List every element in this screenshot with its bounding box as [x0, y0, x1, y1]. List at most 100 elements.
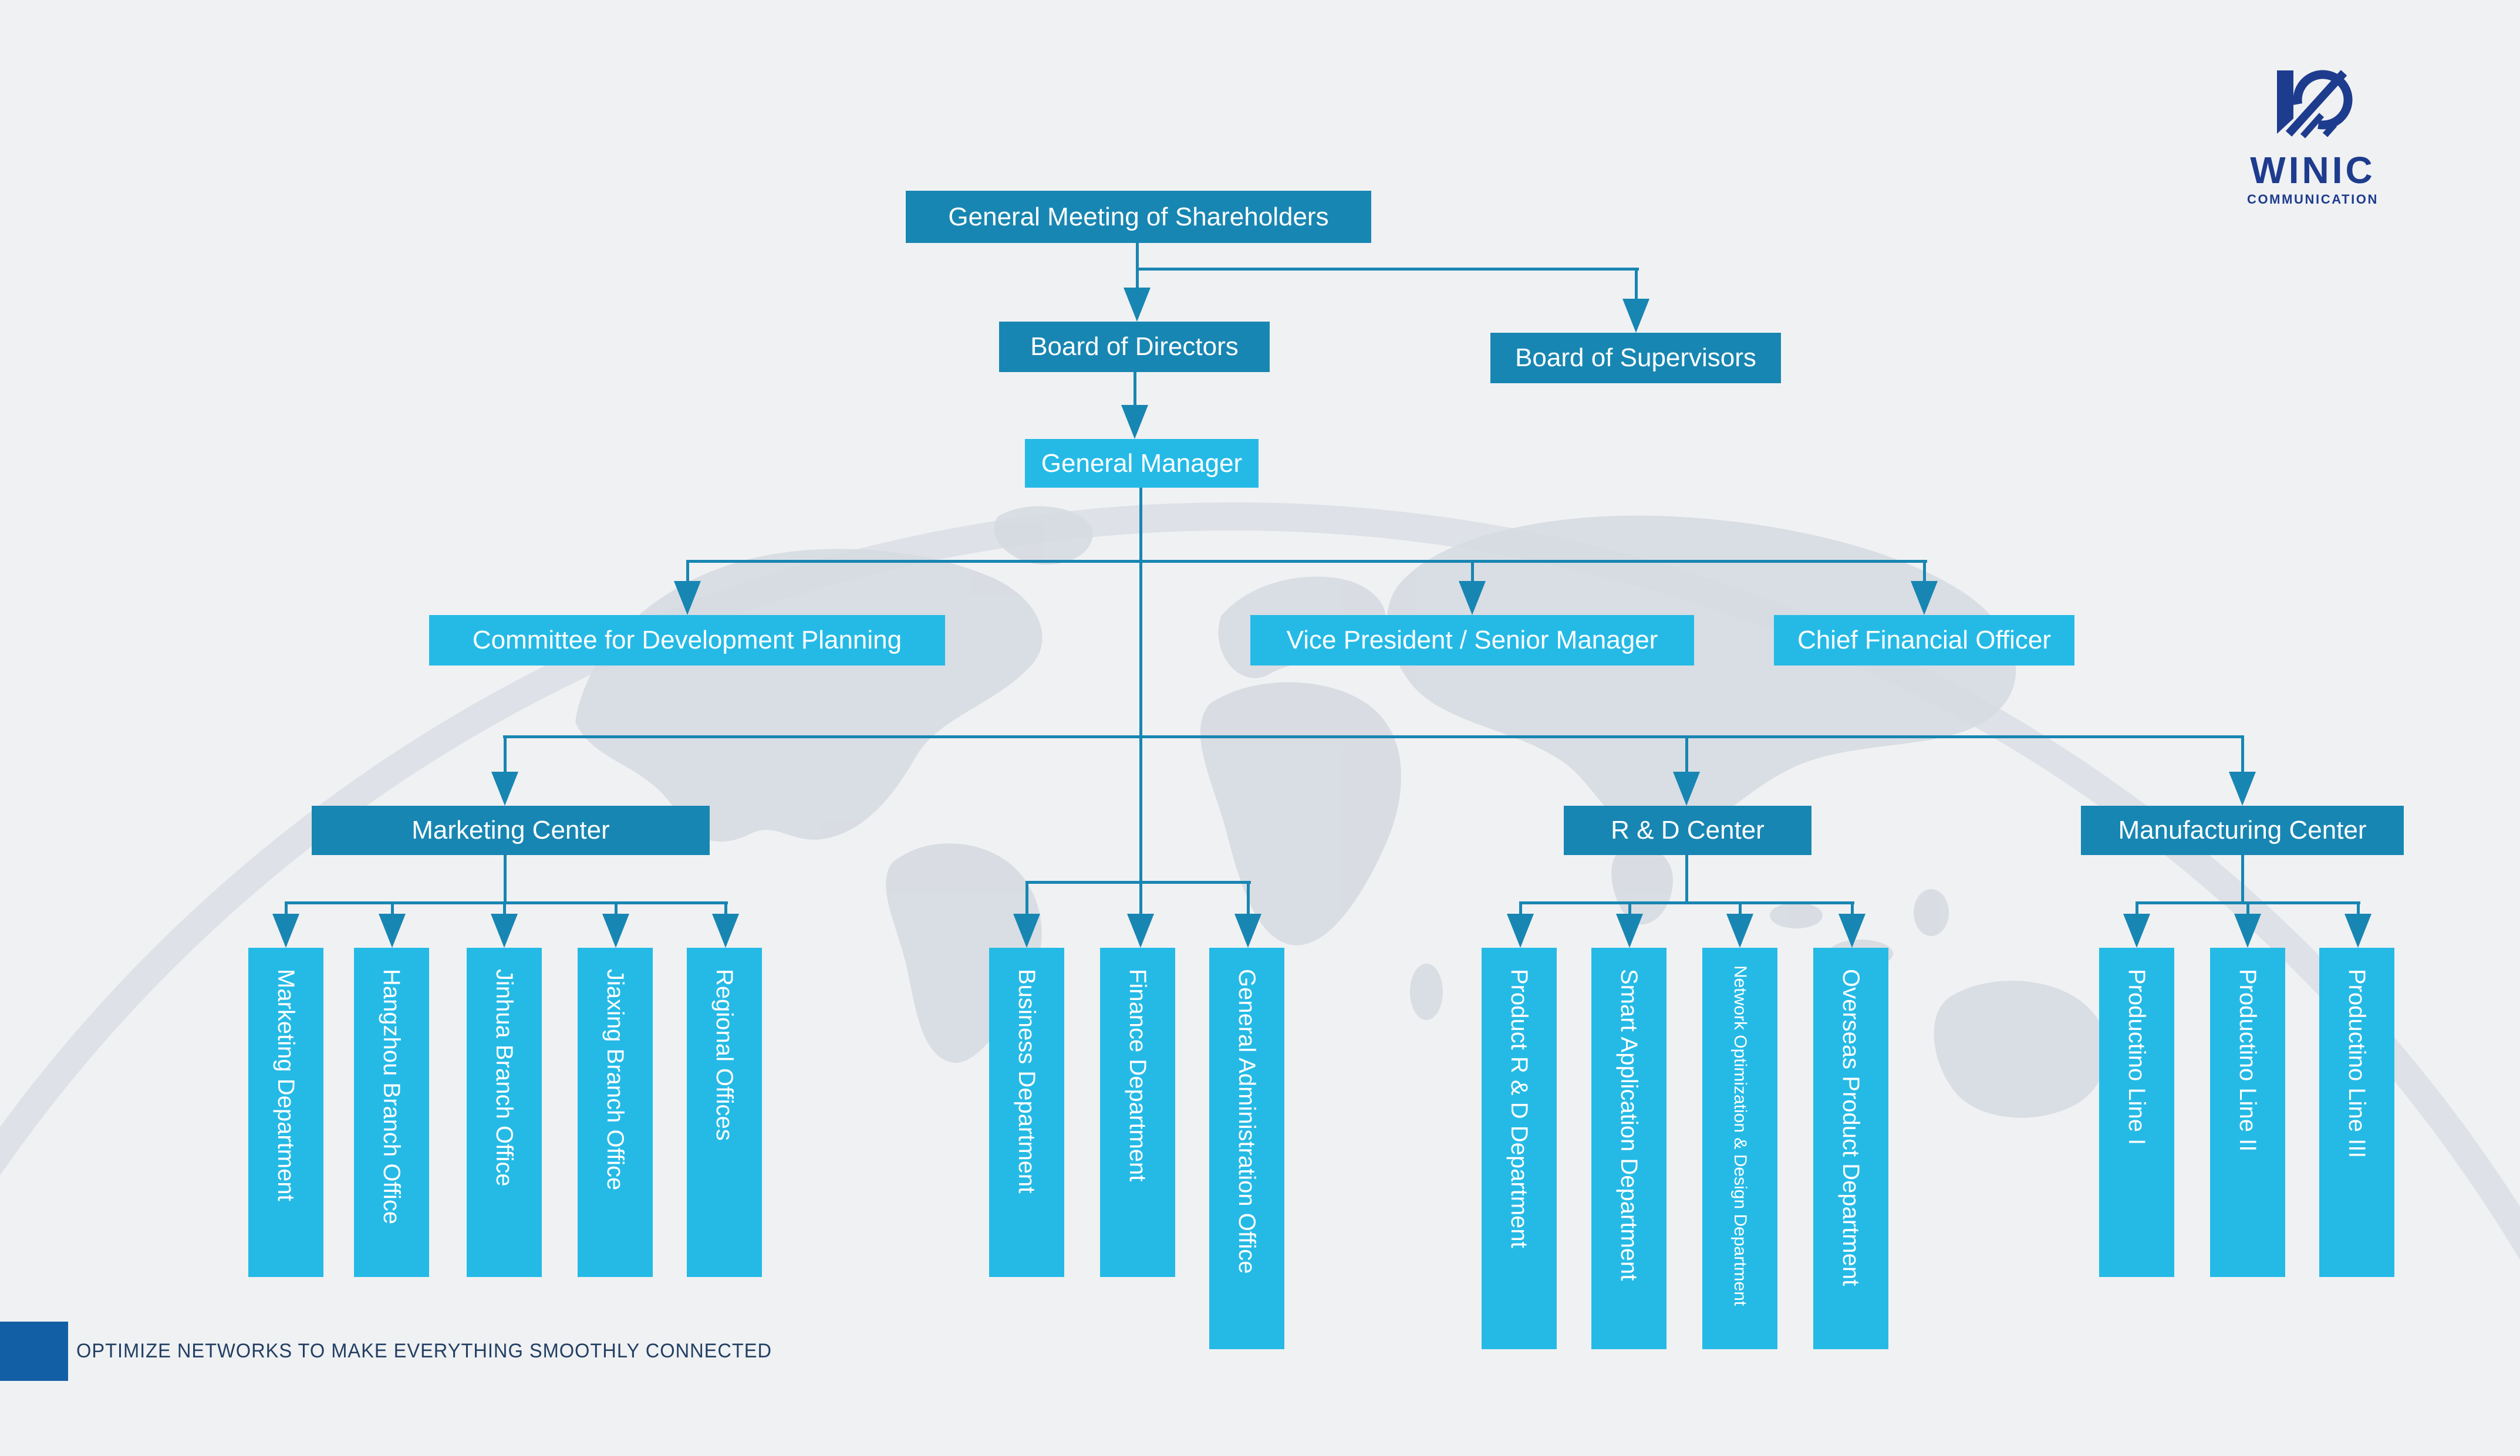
- node-rd-center: R & D Center: [1564, 806, 1811, 855]
- node-production-line-2: Productino Line II: [2210, 948, 2285, 1277]
- connector-line: [503, 901, 506, 917]
- connector-arrow: [2123, 914, 2150, 948]
- node-label: Finance Department: [1125, 969, 1151, 1182]
- connector-arrow: [1124, 288, 1151, 322]
- tagline-text: OPTIMIZE NETWORKS TO MAKE EVERYTHING SMO…: [76, 1340, 772, 1362]
- node-business-department: Business Department: [989, 948, 1064, 1277]
- logo-subtitle: COMMUNICATION: [2246, 192, 2379, 207]
- connector-line: [1136, 243, 1139, 289]
- connector-line: [1134, 372, 1136, 407]
- connector-line: [2246, 901, 2249, 917]
- node-board-of-directors: Board of Directors: [999, 322, 1270, 372]
- node-jiaxing-branch-office: Jiaxing Branch Office: [578, 948, 653, 1277]
- node-label: Product R & D Department: [1506, 969, 1532, 1248]
- node-smart-application-department: Smart Application Department: [1591, 948, 1666, 1349]
- node-jinhua-branch-office: Jinhua Branch Office: [467, 948, 542, 1277]
- node-general-manager: General Manager: [1025, 439, 1259, 488]
- connector-arrow: [1127, 914, 1154, 948]
- connector-arrow: [1507, 914, 1534, 948]
- connector-arrow: [1838, 914, 1865, 948]
- winic-logo-icon: [2277, 70, 2353, 138]
- connector-arrow: [1459, 581, 1486, 615]
- connector-line: [1025, 881, 1028, 915]
- connector-line: [1519, 901, 1854, 904]
- connector-line: [724, 901, 727, 917]
- connector-line: [1136, 268, 1639, 271]
- node-general-meeting-of-shareholders: General Meeting of Shareholders: [906, 191, 1371, 243]
- connector-line: [2357, 901, 2360, 917]
- connector-arrow: [1013, 914, 1040, 948]
- node-network-optimization-design-department: Network Optimization & Design Department: [1702, 948, 1777, 1349]
- connector-arrow: [491, 772, 518, 806]
- connector-line: [1628, 901, 1631, 917]
- connector-line: [1739, 901, 1742, 917]
- node-production-line-3: Productino Line III: [2319, 948, 2394, 1277]
- connector-arrow: [491, 914, 518, 948]
- connector-line: [1685, 855, 1688, 904]
- node-label: Marketing Department: [273, 969, 299, 1201]
- connector-arrow: [1911, 581, 1938, 615]
- connector-arrow: [1616, 914, 1643, 948]
- connector-arrow: [712, 914, 739, 948]
- node-regional-offices: Regional Offices: [687, 948, 762, 1277]
- connector-line: [504, 855, 507, 904]
- connector-line: [1025, 881, 1251, 884]
- connector-line: [615, 901, 618, 917]
- connector-line: [1519, 901, 1522, 917]
- node-production-line-1: Productino Line I: [2099, 948, 2174, 1277]
- connector-arrow: [674, 581, 701, 615]
- node-marketing-department: Marketing Department: [248, 948, 323, 1277]
- node-vice-president: Vice President / Senior Manager: [1250, 615, 1694, 665]
- connector-arrow: [1622, 299, 1649, 333]
- node-general-administration-office: General Administration Office: [1209, 948, 1284, 1349]
- connector-line: [504, 735, 507, 773]
- node-product-rd-department: Product R & D Department: [1482, 948, 1557, 1349]
- node-label: Productino Line I: [2124, 969, 2150, 1146]
- node-committee-development-planning: Committee for Development Planning: [429, 615, 945, 665]
- node-label: Overseas Product Department: [1838, 969, 1864, 1286]
- node-label: Productino Line II: [2235, 969, 2261, 1152]
- connector-arrow: [2234, 914, 2261, 948]
- logo-name: WINIC: [2250, 149, 2376, 191]
- node-board-of-supervisors: Board of Supervisors: [1490, 333, 1781, 383]
- connector-line: [686, 560, 689, 583]
- connector-line: [1471, 560, 1474, 583]
- connector-arrow: [1121, 405, 1148, 439]
- connector-arrow: [1673, 772, 1700, 806]
- logo: WINIC COMMUNICATION: [2225, 66, 2401, 207]
- node-label: Business Department: [1014, 969, 1040, 1194]
- connector-line: [503, 735, 2244, 738]
- connector-arrow: [379, 914, 406, 948]
- connector-line: [1851, 901, 1854, 917]
- connector-arrow: [1234, 914, 1261, 948]
- connector-arrow: [272, 914, 299, 948]
- connector-arrow: [2344, 914, 2371, 948]
- connector-line: [2241, 855, 2244, 904]
- node-label: Regional Offices: [711, 969, 737, 1141]
- node-finance-department: Finance Department: [1100, 948, 1175, 1277]
- node-label: Hangzhou Branch Office: [379, 969, 404, 1225]
- node-label: Jinhua Branch Office: [491, 969, 517, 1187]
- node-label: Network Optimization & Design Department: [1730, 965, 1750, 1306]
- connector-line: [1139, 488, 1142, 915]
- connector-arrow: [1726, 914, 1753, 948]
- connector-line: [285, 901, 728, 904]
- node-manufacturing-center: Manufacturing Center: [2081, 806, 2404, 855]
- connector-line: [1685, 735, 1688, 773]
- tagline-square: [0, 1322, 68, 1381]
- node-marketing-center: Marketing Center: [312, 806, 710, 855]
- connector-arrow: [2229, 772, 2256, 806]
- node-label: Productino Line III: [2344, 969, 2370, 1158]
- node-chief-financial-officer: Chief Financial Officer: [1774, 615, 2074, 665]
- node-label: General Administration Office: [1234, 969, 1260, 1274]
- connector-line: [686, 560, 1927, 563]
- connector-line: [285, 901, 288, 917]
- connector-line: [1923, 560, 1926, 583]
- node-label: Smart Application Department: [1616, 969, 1642, 1281]
- node-label: Jiaxing Branch Office: [602, 969, 628, 1191]
- connector-line: [391, 901, 394, 917]
- node-hangzhou-branch-office: Hangzhou Branch Office: [354, 948, 429, 1277]
- connector-line: [2136, 901, 2138, 917]
- connector-line: [1635, 268, 1638, 300]
